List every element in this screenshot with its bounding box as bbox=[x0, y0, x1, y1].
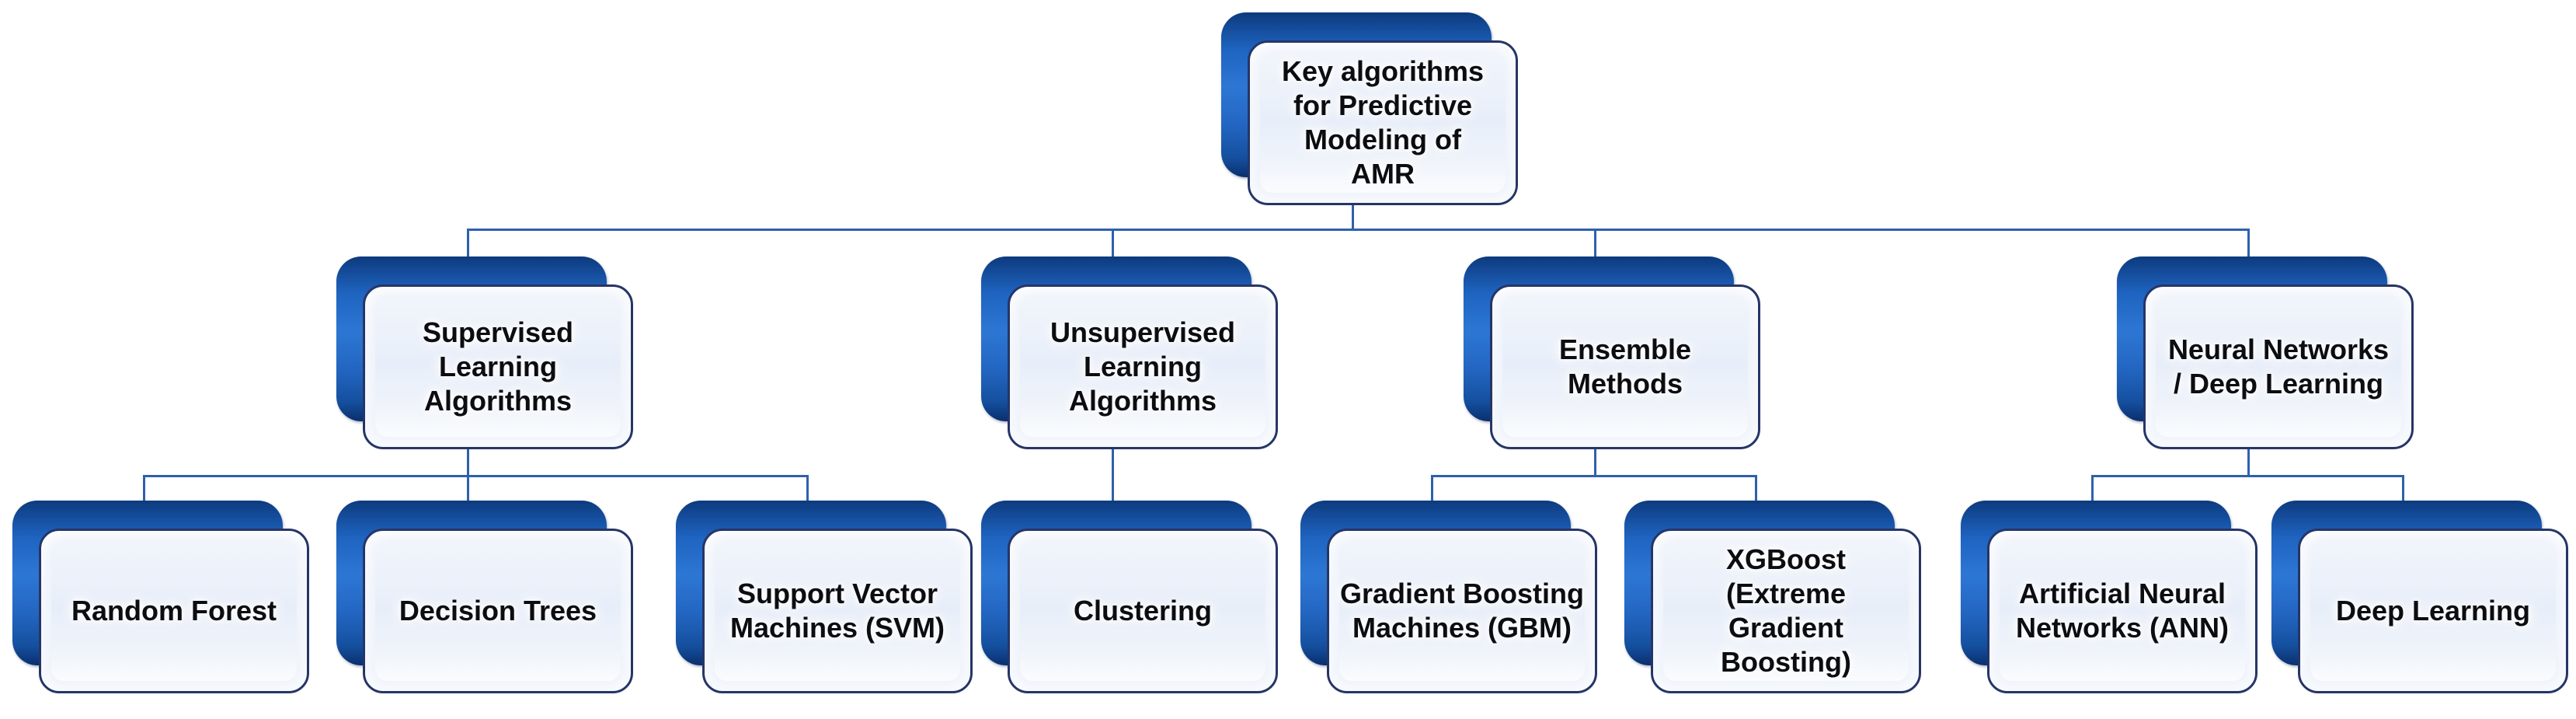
connector-neural-stem bbox=[2247, 449, 2250, 477]
node-svm-panel bbox=[715, 541, 960, 681]
node-xgboost: XGBoost (Extreme Gradient Boosting) bbox=[1624, 501, 1921, 693]
node-deep-learning-label: Deep Learning bbox=[2335, 595, 2531, 627]
node-svm: Support Vector Machines (SVM) bbox=[676, 501, 973, 693]
node-clustering-panel bbox=[1020, 541, 1265, 681]
node-deep-learning-panel bbox=[2310, 541, 2556, 681]
node-unsupervised-label: Unsupervised Learning Algorithms bbox=[1050, 316, 1236, 417]
node-neural-label: Neural Networks / Deep Learning bbox=[2167, 333, 2390, 400]
node-gbm-panel bbox=[1339, 541, 1585, 681]
node-neural-card: Neural Networks / Deep Learning bbox=[2143, 284, 2414, 449]
connector-drop-supervised bbox=[467, 229, 469, 258]
connector-supervised-rail bbox=[143, 475, 809, 477]
node-decision-trees-card: Decision Trees bbox=[363, 529, 633, 693]
node-svm-card: Support Vector Machines (SVM) bbox=[702, 529, 973, 693]
node-unsupervised-card: Unsupervised Learning Algorithms bbox=[1008, 284, 1278, 449]
node-ann-label: Artificial Neural Networks (ANN) bbox=[2015, 578, 2230, 644]
node-xgboost-label: XGBoost (Extreme Gradient Boosting) bbox=[1721, 543, 1851, 678]
node-ann: Artificial Neural Networks (ANN) bbox=[1961, 501, 2257, 693]
node-clustering-label: Clustering bbox=[1073, 595, 1212, 627]
node-root-panel bbox=[1260, 53, 1506, 193]
connector-neural-rail bbox=[2091, 475, 2404, 477]
node-ensemble-card: Ensemble Methods bbox=[1490, 284, 1760, 449]
node-root-label: Key algorithms for Predictive Modeling o… bbox=[1281, 55, 1485, 190]
connector-drop-clustering bbox=[1112, 449, 1114, 502]
node-ann-panel bbox=[2000, 541, 2245, 681]
connector-level1-rail bbox=[467, 229, 2250, 231]
connector-root-stem bbox=[1352, 205, 1354, 231]
node-supervised-panel bbox=[375, 297, 621, 437]
connector-drop-ensemble bbox=[1594, 229, 1596, 258]
connector-drop-ann bbox=[2091, 475, 2094, 502]
node-gbm-card: Gradient Boosting Machines (GBM) bbox=[1327, 529, 1597, 693]
node-random-forest-panel bbox=[51, 541, 297, 681]
node-decision-trees-panel bbox=[375, 541, 621, 681]
node-gbm: Gradient Boosting Machines (GBM) bbox=[1300, 501, 1597, 693]
node-svm-label: Support Vector Machines (SVM) bbox=[729, 578, 945, 644]
node-ensemble-methods: Ensemble Methods bbox=[1464, 257, 1760, 449]
connector-drop-neural bbox=[2247, 229, 2250, 258]
node-random-forest: Random Forest bbox=[12, 501, 309, 693]
node-xgboost-card: XGBoost (Extreme Gradient Boosting) bbox=[1651, 529, 1921, 693]
node-deep-learning-card: Deep Learning bbox=[2298, 529, 2568, 693]
node-ensemble-panel bbox=[1502, 297, 1748, 437]
node-neural-panel bbox=[2156, 297, 2401, 437]
connector-drop-gbm bbox=[1431, 475, 1433, 502]
node-neural-networks: Neural Networks / Deep Learning bbox=[2117, 257, 2414, 449]
connector-drop-deep-learning bbox=[2402, 475, 2404, 502]
node-deep-learning: Deep Learning bbox=[2271, 501, 2568, 693]
node-random-forest-label: Random Forest bbox=[71, 595, 277, 627]
connector-drop-decision-trees bbox=[467, 475, 469, 502]
node-unsupervised-panel bbox=[1020, 297, 1265, 437]
node-xgboost-panel bbox=[1663, 541, 1909, 681]
connector-ensemble-rail bbox=[1431, 475, 1757, 477]
node-supervised-card: Supervised Learning Algorithms bbox=[363, 284, 633, 449]
node-supervised-label: Supervised Learning Algorithms bbox=[422, 316, 574, 417]
node-clustering-card: Clustering bbox=[1008, 529, 1278, 693]
node-random-forest-card: Random Forest bbox=[39, 529, 309, 693]
connector-drop-xgboost bbox=[1755, 475, 1757, 502]
node-root-card: Key algorithms for Predictive Modeling o… bbox=[1248, 40, 1518, 205]
node-decision-trees: Decision Trees bbox=[336, 501, 633, 693]
node-gbm-label: Gradient Boosting Machines (GBM) bbox=[1340, 578, 1584, 644]
node-root: Key algorithms for Predictive Modeling o… bbox=[1221, 12, 1518, 205]
connector-drop-random-forest bbox=[143, 475, 145, 502]
connector-supervised-stem bbox=[467, 449, 469, 477]
node-unsupervised-learning: Unsupervised Learning Algorithms bbox=[981, 257, 1278, 449]
node-ensemble-label: Ensemble Methods bbox=[1558, 333, 1692, 400]
node-supervised-learning: Supervised Learning Algorithms bbox=[336, 257, 633, 449]
connector-drop-unsupervised bbox=[1112, 229, 1114, 258]
connector-drop-svm bbox=[806, 475, 809, 502]
node-ann-card: Artificial Neural Networks (ANN) bbox=[1987, 529, 2257, 693]
connector-ensemble-stem bbox=[1594, 449, 1596, 477]
node-decision-trees-label: Decision Trees bbox=[399, 595, 597, 627]
node-clustering: Clustering bbox=[981, 501, 1278, 693]
